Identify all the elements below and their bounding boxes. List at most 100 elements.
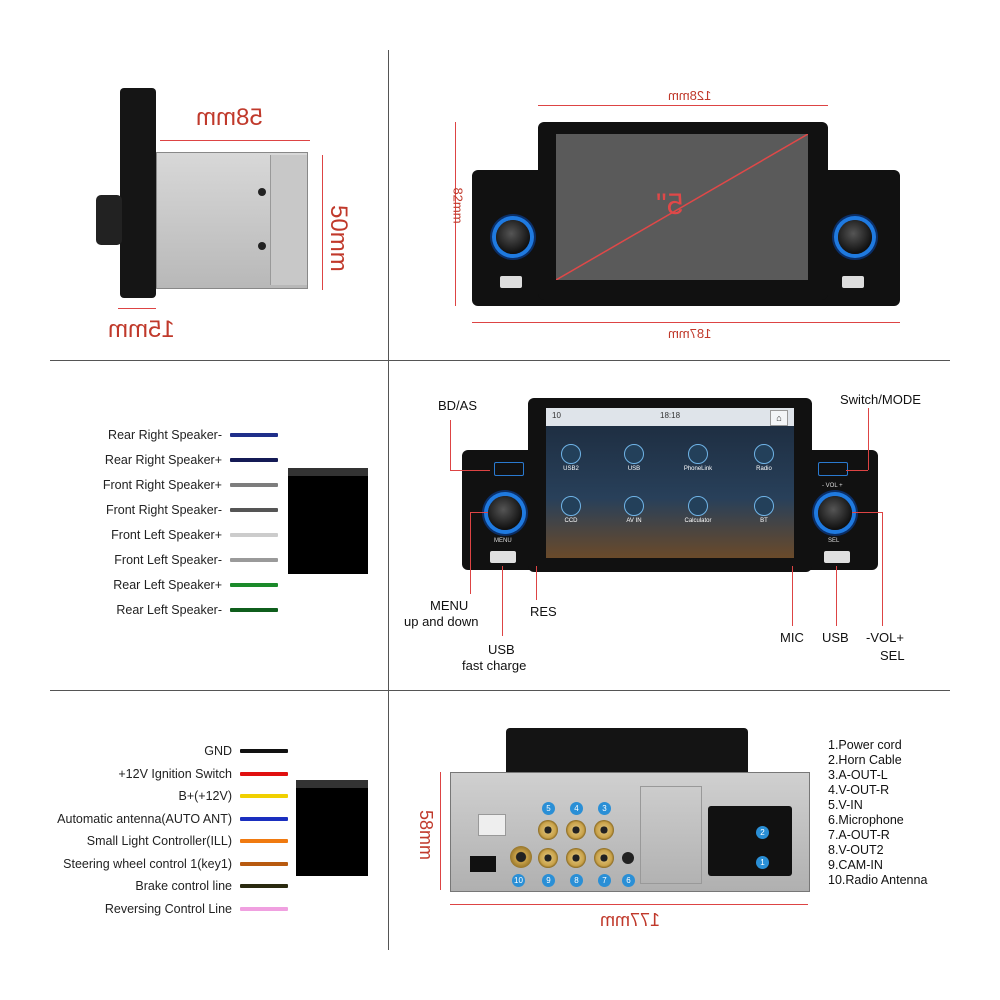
app-label: AV IN xyxy=(626,518,642,524)
side-view-slot-2 xyxy=(258,242,266,250)
mode-button[interactable] xyxy=(818,462,848,476)
left-usb-port[interactable] xyxy=(490,551,516,563)
side-view-faceplate xyxy=(120,88,156,298)
power-wire-row: Small Light Controller(ILL) xyxy=(87,834,288,848)
speaker-wire-label: Front Right Speaker+ xyxy=(102,478,222,492)
power-wire-swatch xyxy=(240,861,288,866)
callout-line-res xyxy=(536,566,537,600)
callout-line-bdas-v xyxy=(450,420,451,470)
callout-usb-fast-sub: fast charge xyxy=(462,658,527,673)
power-wire-row: +12V Ignition Switch xyxy=(118,767,288,781)
port-badge-7: 7 xyxy=(598,874,611,887)
callout-line-menu-v xyxy=(470,512,471,594)
speaker-wire-swatch xyxy=(230,508,278,512)
iso-connector xyxy=(708,806,792,876)
dim-line-height xyxy=(322,155,323,290)
rear-grille xyxy=(640,786,702,884)
speaker-wire-label: Front Right Speaker- xyxy=(105,503,222,517)
app-icon xyxy=(754,496,774,516)
app-label: PhoneLink xyxy=(683,466,713,472)
screen-diagonal xyxy=(556,134,808,280)
app-tile[interactable]: Calculator xyxy=(682,496,714,524)
port-badge-3: 3 xyxy=(598,802,611,815)
app-label: USB xyxy=(627,466,641,472)
power-wire-label: GND xyxy=(204,744,232,758)
speaker-wire-row: Front Left Speaker+ xyxy=(111,528,278,542)
vol-knob[interactable] xyxy=(818,496,852,530)
app-label: USB2 xyxy=(563,466,579,472)
dim-label-top-width: 128mm xyxy=(668,88,712,103)
screen-status-bar xyxy=(546,408,794,426)
bd-as-button[interactable] xyxy=(494,462,524,476)
app-icon xyxy=(688,496,708,516)
speaker-wire-row: Rear Right Speaker+ xyxy=(105,453,278,467)
speaker-wire-row: Rear Left Speaker- xyxy=(116,603,278,617)
app-icon xyxy=(561,444,581,464)
side-view-knob xyxy=(96,195,122,245)
front-left-knob xyxy=(496,220,530,254)
power-wire-label: Steering wheel control 1(key1) xyxy=(63,856,232,871)
dim-line-rear-width xyxy=(450,904,808,905)
power-wire-label: Reversing Control Line xyxy=(104,901,232,916)
app-tile[interactable]: BT xyxy=(748,496,780,524)
app-tile[interactable]: CCD xyxy=(555,496,587,524)
app-icon xyxy=(688,444,708,464)
port-legend-item: 9.CAM-IN xyxy=(828,858,883,872)
app-tile[interactable]: USB2 xyxy=(555,444,587,472)
menu-key-label: MENU xyxy=(494,538,512,544)
rca-jack-4 xyxy=(566,820,586,840)
callout-switch-mode: Switch/MODE xyxy=(840,392,921,407)
dim-label-bottom-width: 187mm xyxy=(668,326,712,341)
dim-label-rear-height: 58mm xyxy=(416,810,436,861)
power-wire-row: Brake control line xyxy=(135,879,288,893)
unit-screen xyxy=(546,408,794,558)
right-usb-port[interactable] xyxy=(824,551,850,563)
power-wire-swatch xyxy=(240,816,288,821)
callout-bd-as: BD/AS xyxy=(438,398,478,413)
speaker-wire-row: Front Right Speaker- xyxy=(106,503,278,517)
speaker-wire-swatch xyxy=(230,458,278,462)
dim-line-depth xyxy=(118,308,156,309)
port-badge-10: 10 xyxy=(512,874,525,887)
front-left-usb xyxy=(500,276,522,288)
dim-line-height-front xyxy=(455,122,456,306)
speaker-wire-swatch xyxy=(230,483,278,487)
app-tile[interactable]: AV IN xyxy=(618,496,650,524)
port-badge-8: 8 xyxy=(570,874,583,887)
screen-status-left: 10 xyxy=(552,411,561,420)
speaker-wire-row: Rear Left Speaker+ xyxy=(113,578,278,592)
port-badge-6: 6 xyxy=(622,874,635,887)
speaker-wire-row: Front Right Speaker+ xyxy=(103,478,278,492)
dim-label-width: 58mm xyxy=(196,104,263,131)
speaker-wire-swatch xyxy=(230,583,278,587)
dim-label-depth: 15mm xyxy=(108,316,175,343)
app-tile[interactable]: Radio xyxy=(748,444,780,472)
dim-label-rear-width: 177mm xyxy=(600,910,661,930)
power-wire-label: B+(+12V) xyxy=(178,789,232,803)
power-wire-swatch xyxy=(240,906,288,911)
speaker-wire-swatch xyxy=(230,558,278,562)
app-icon xyxy=(624,444,644,464)
app-tile[interactable]: PhoneLink xyxy=(682,444,714,472)
divider-horizontal-2 xyxy=(50,690,950,691)
port-badge-2: 2 xyxy=(756,826,769,839)
port-legend-item: 10.Radio Antenna xyxy=(828,873,928,887)
app-tile[interactable]: USB xyxy=(618,444,650,472)
callout-vol: -VOL+ xyxy=(866,630,904,645)
front-right-knob xyxy=(838,220,872,254)
port-legend-item: 5.V-IN xyxy=(828,798,863,812)
power-wire-swatch xyxy=(240,839,288,843)
side-view-chassis-rear xyxy=(270,155,307,285)
divider-horizontal-1 xyxy=(50,360,950,361)
dim-line-top-width xyxy=(538,105,828,106)
side-view-slot-1 xyxy=(258,188,266,196)
speaker-wire-label: Front Left Speaker- xyxy=(114,553,222,567)
front-right-usb xyxy=(842,276,864,288)
menu-knob[interactable] xyxy=(488,496,522,530)
speaker-wire-label: Rear Right Speaker- xyxy=(108,428,222,442)
callout-line-mic xyxy=(792,566,793,626)
screen-time: 18:18 xyxy=(660,411,681,420)
power-wire-swatch xyxy=(240,794,288,798)
home-icon[interactable]: ⌂ xyxy=(770,410,788,426)
vent-slot xyxy=(470,856,496,872)
